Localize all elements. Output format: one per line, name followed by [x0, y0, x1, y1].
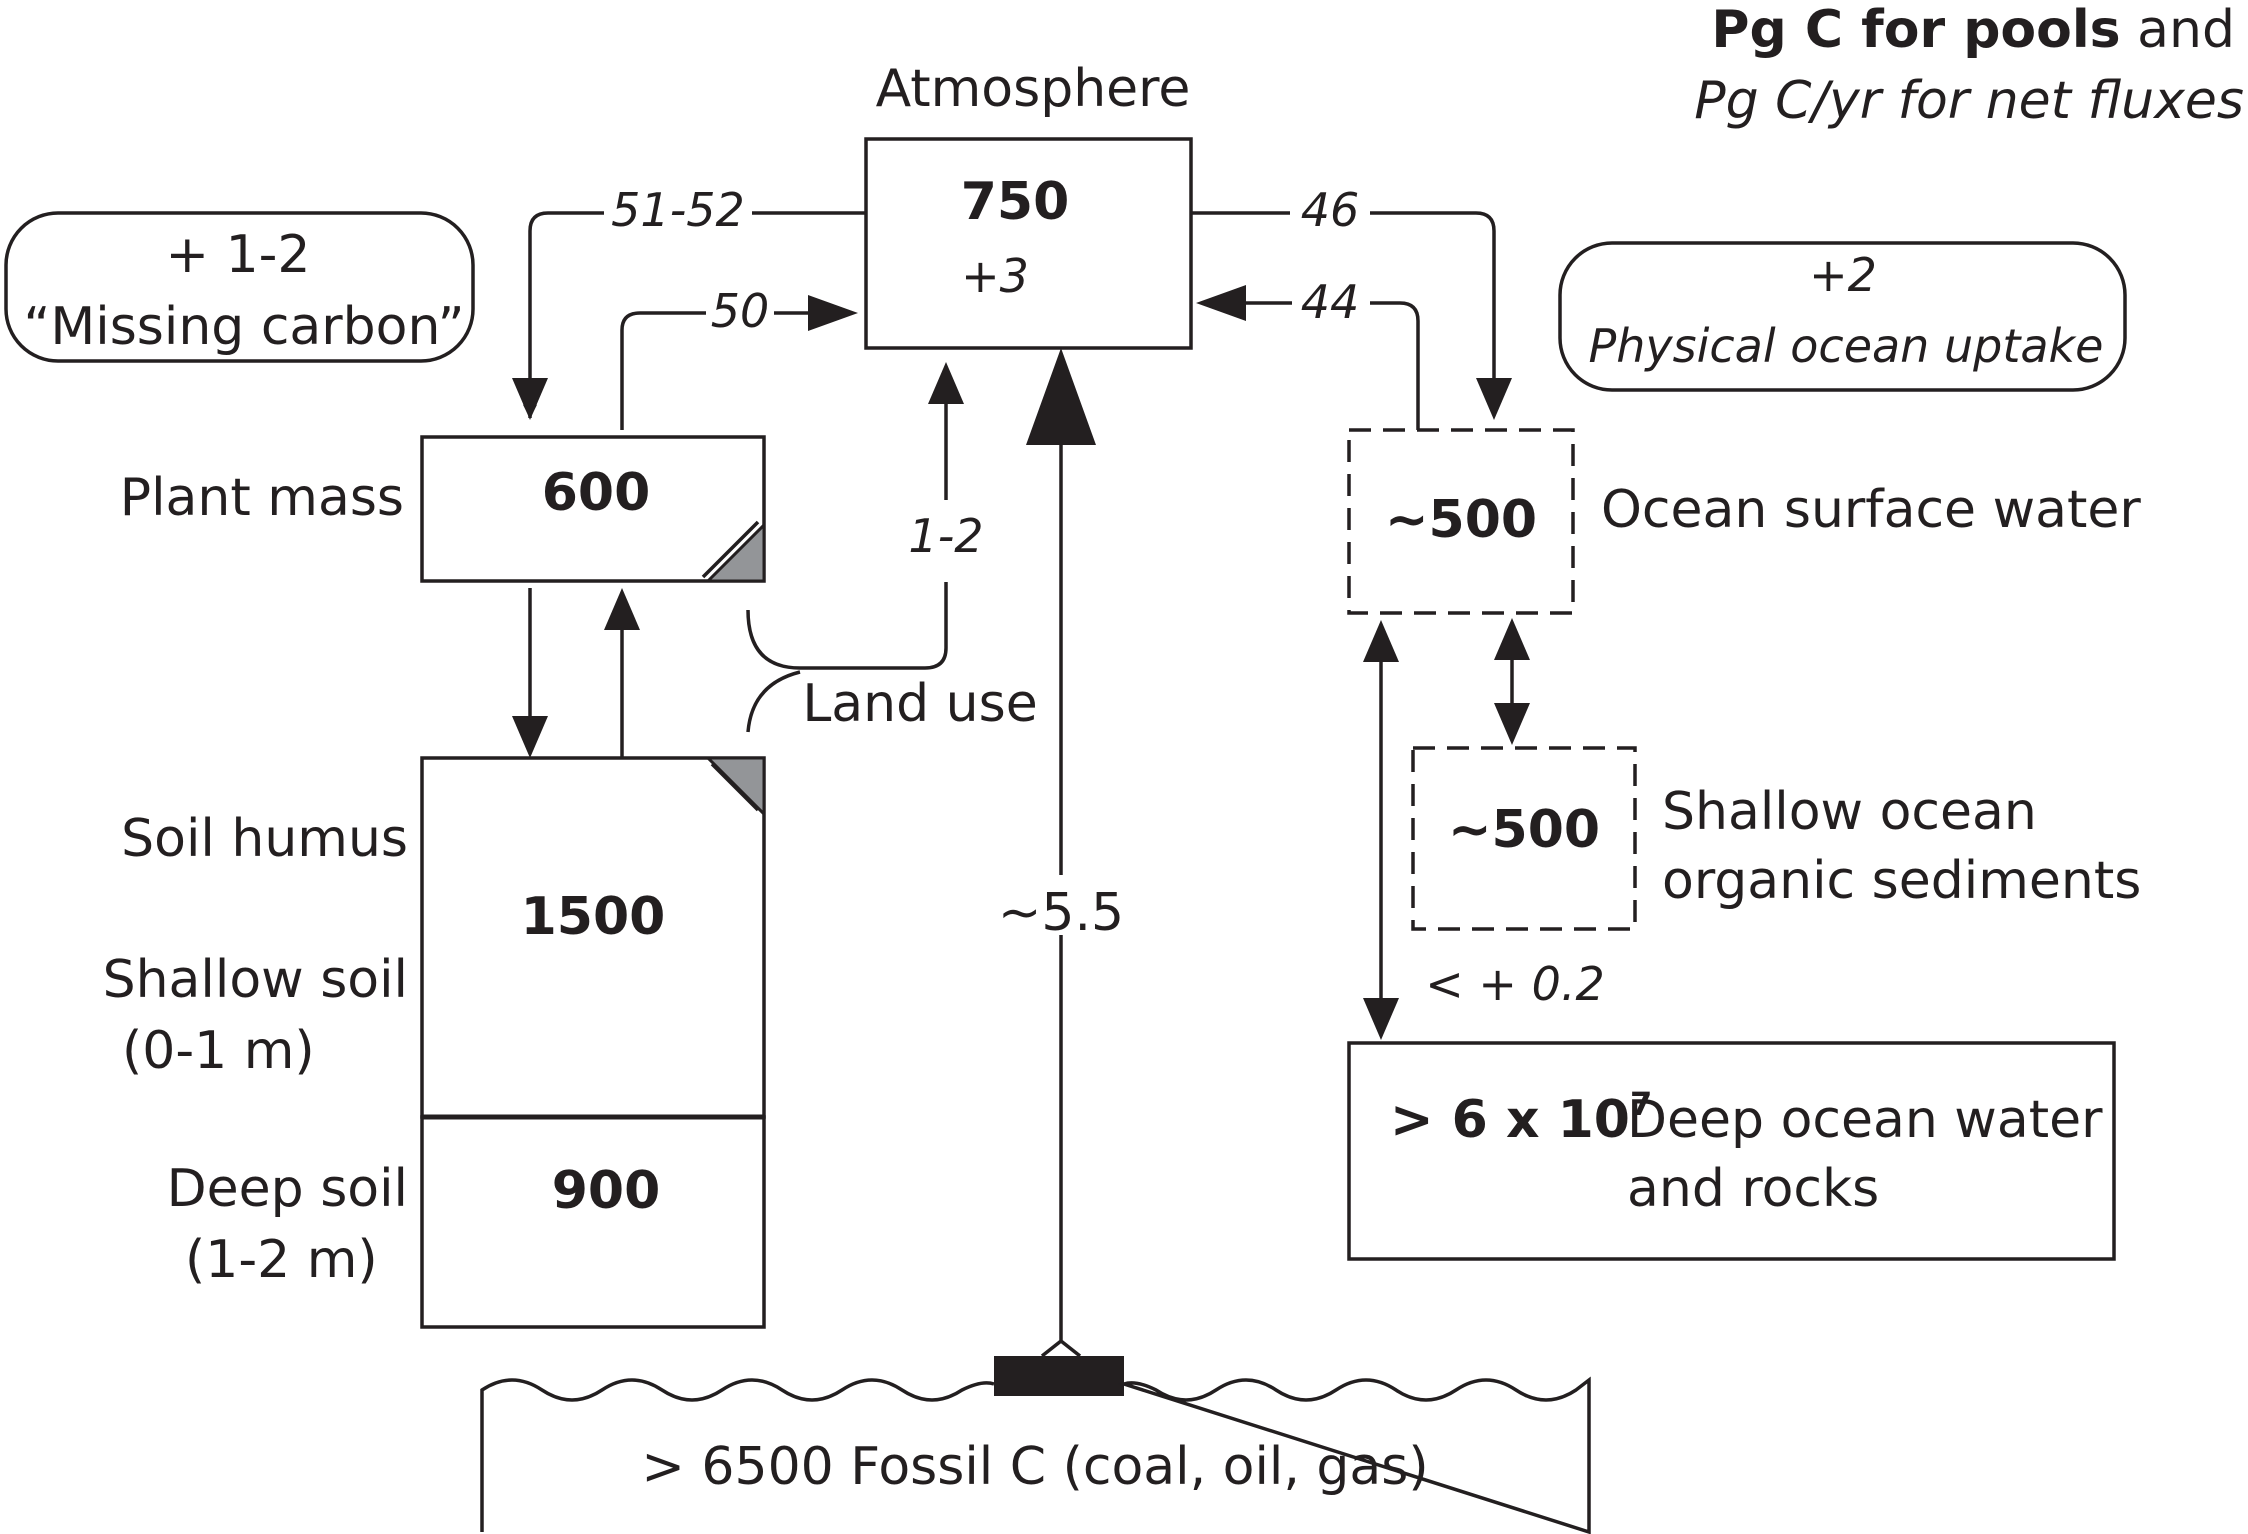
deep-soil-depth: (1-2 m)	[185, 1230, 378, 1290]
deep-ocean-label-1: Deep ocean water	[1627, 1090, 2103, 1150]
plant-respiration-flux-label: 50	[711, 284, 770, 338]
shallow-soil-box	[420, 756, 766, 1119]
land-use-label: Land use	[802, 674, 1037, 734]
surface-deep-arrowhead-down	[1363, 998, 1399, 1040]
ocean-uptake-callout	[1558, 241, 2127, 392]
plant-uptake-arrowhead	[512, 378, 548, 420]
shallow-soil-label: Shallow soil	[103, 950, 408, 1010]
ocean-uptake-label: Physical ocean uptake	[1589, 319, 2104, 373]
missing-carbon-value: + 1-2	[165, 225, 310, 285]
deep-soil-pool: 900	[552, 1161, 661, 1221]
fossil-wellhead-cap	[1040, 1338, 1082, 1358]
atmosphere-box	[864, 137, 1193, 350]
land-use-flux-label: 1-2	[908, 509, 983, 563]
ocean-surface-pool: ~500	[1385, 490, 1537, 550]
plant-mass-label: Plant mass	[120, 468, 404, 528]
surface-sediment-arrowhead-down	[1494, 703, 1530, 745]
shallow-soil-pool: 1500	[521, 887, 666, 947]
plant-uptake-flux-label: 51-52	[611, 183, 745, 237]
missing-carbon-label: “Missing carbon”	[23, 297, 464, 357]
atmosphere-pool: 750	[961, 172, 1070, 232]
plant-respiration-arrowhead	[808, 295, 858, 331]
fossil-wellhead	[994, 1356, 1124, 1396]
ocean-release-flux-line	[1240, 301, 1420, 430]
soil-humus-label: Soil humus	[121, 809, 408, 869]
units-legend-line-1: Pg C for pools and	[1711, 0, 2235, 60]
deep-soil-box	[420, 1115, 766, 1329]
ocean-uptake-arrowhead	[1476, 378, 1512, 420]
shallow-soil-depth: (0-1 m)	[122, 1021, 315, 1081]
plant-uptake-flux-arrow	[530, 211, 866, 418]
plant-mass-pool: 600	[542, 463, 651, 523]
shallow-sediments-label-1: Shallow ocean	[1662, 782, 2037, 842]
atmosphere-net: +3	[961, 249, 1029, 303]
surface-deep-arrowhead-up	[1363, 620, 1399, 662]
surface-sediment-arrowhead-up	[1494, 618, 1530, 660]
ocean-uptake-flux-line	[1191, 211, 1496, 378]
shallow-sediments-pool: ~500	[1448, 800, 1600, 860]
plant-mass-box	[420, 435, 766, 583]
fossil-reservoir-label: > 6500 Fossil C (coal, oil, gas)	[641, 1437, 1428, 1497]
deep-ocean-label-2: and rocks	[1627, 1159, 1879, 1219]
fossil-flux-arrowhead	[1026, 348, 1096, 445]
shallow-sediments-box	[1411, 746, 1637, 931]
units-legend-line-2: Pg C/yr for net fluxes	[1694, 71, 2244, 131]
soil-to-plant-arrowhead	[604, 588, 640, 630]
plant-land-use-marker-edge	[701, 520, 760, 579]
ocean-surface-box	[1347, 428, 1575, 615]
plant-land-use-marker	[704, 521, 766, 583]
deep-ocean-pool: > 6 x 107	[1390, 1085, 1652, 1150]
shallow-sediments-label-2: organic sediments	[1662, 851, 2141, 911]
plant-to-soil-arrowhead	[512, 716, 548, 758]
ocean-release-flux-label: 44	[1301, 275, 1360, 329]
deep-ocean-box	[1347, 1041, 2116, 1261]
ocean-surface-label: Ocean surface water	[1601, 480, 2141, 540]
land-use-flux-line	[746, 400, 948, 670]
atmosphere-label: Atmosphere	[876, 59, 1191, 119]
fossil-reservoir-box	[480, 1376, 1591, 1534]
fossil-flux-label: ~5.5	[998, 883, 1124, 943]
missing-carbon-callout	[4, 211, 475, 363]
ocean-release-arrowhead	[1196, 285, 1246, 321]
soil-land-use-marker-edge	[710, 762, 760, 812]
ocean-uptake-value: +2	[1809, 248, 1877, 302]
deep-soil-label: Deep soil	[167, 1159, 408, 1219]
land-use-arrowhead	[928, 362, 964, 404]
sediment-flux-label: < + 0.2	[1425, 957, 1605, 1011]
ocean-uptake-flux-label: 46	[1301, 183, 1360, 237]
land-use-soil-connector	[746, 670, 801, 733]
